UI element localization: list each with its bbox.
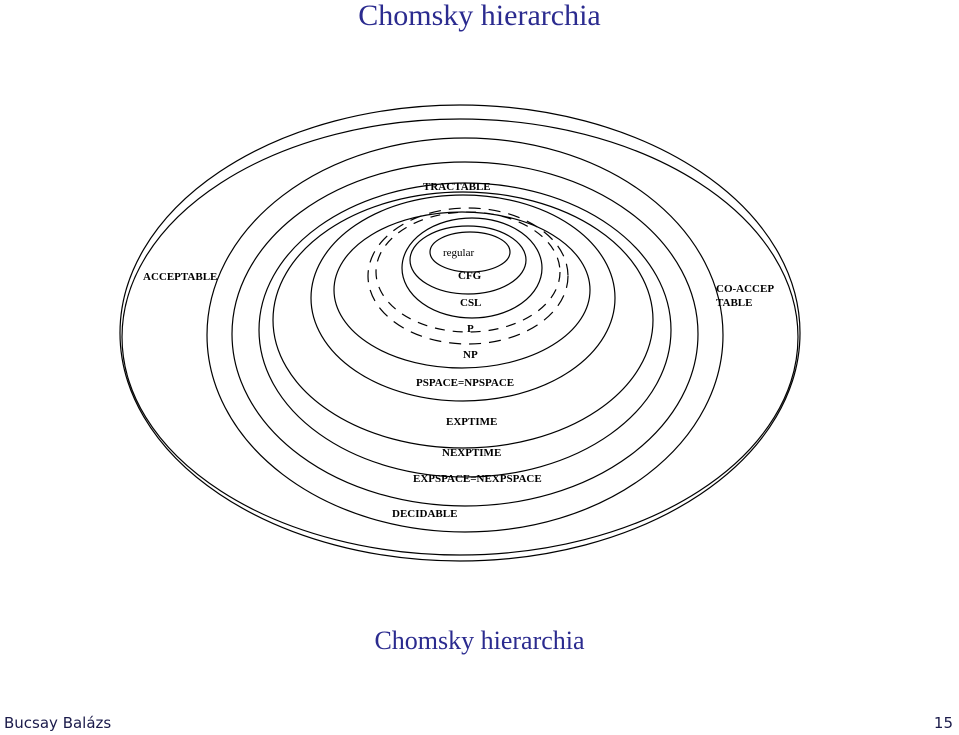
pspace-ellipse <box>310 194 616 402</box>
footer-page-number: 15 <box>933 714 953 732</box>
acceptable-ellipse <box>119 104 801 562</box>
label-exptime: EXPTIME <box>446 416 497 428</box>
label-tractable: TRACTABLE <box>423 181 491 193</box>
regular-ellipse <box>429 231 511 273</box>
slide-title: Chomsky hierarchia <box>358 0 601 32</box>
tractable-ellipse <box>375 211 561 333</box>
exptime-ellipse <box>272 191 654 449</box>
label-acceptable: ACCEPTABLE <box>143 271 217 283</box>
label-cfg: CFG <box>458 270 482 282</box>
p-ellipse <box>367 207 569 345</box>
diagram-caption: Chomsky hierarchia <box>374 626 585 655</box>
nexptime-ellipse <box>258 182 672 478</box>
coacceptable-ellipse <box>121 118 799 556</box>
label-expspace: EXPSPACE=NEXPSPACE <box>413 473 542 485</box>
footer-author: Bucsay Balázs <box>4 714 112 732</box>
expspace-ellipse <box>231 161 699 507</box>
label-coaccep-line1: CO-ACCEP <box>716 283 774 295</box>
np-ellipse <box>333 211 591 369</box>
label-csl: CSL <box>460 297 481 309</box>
label-regular: regular <box>443 247 474 259</box>
label-nexptime: NEXPTIME <box>442 447 501 459</box>
label-pspace: PSPACE=NPSPACE <box>416 377 514 389</box>
decidable-ellipse <box>206 137 724 533</box>
label-decidable: DECIDABLE <box>392 508 457 520</box>
label-coaccep-line2: TABLE <box>716 297 752 309</box>
label-p: P <box>467 323 474 335</box>
cfg-ellipse <box>409 225 527 295</box>
label-np: NP <box>463 349 478 361</box>
csl-ellipse <box>401 217 543 319</box>
